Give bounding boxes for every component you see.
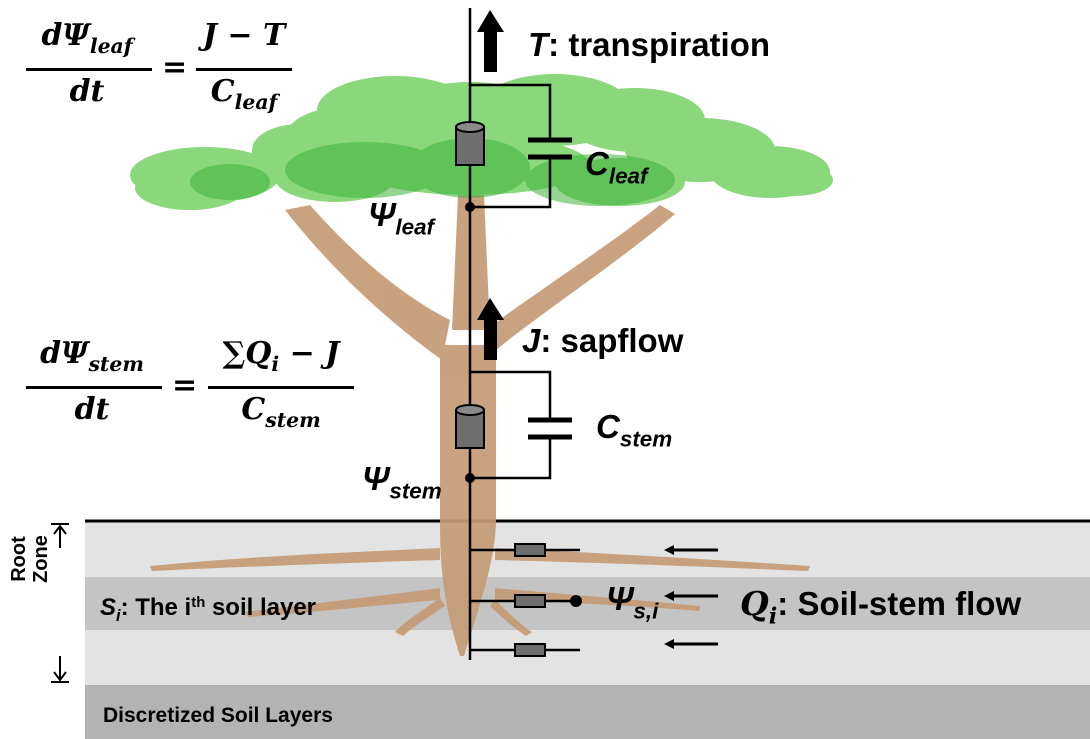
leaf-capacitor-circuit <box>470 83 572 209</box>
root-resistor-1 <box>470 543 580 557</box>
stem-node <box>465 473 475 483</box>
transpiration-label: T: transpiration <box>528 26 771 63</box>
leaf-eq-num: dΨ <box>41 18 90 53</box>
leaf-resistor <box>455 121 485 166</box>
stem-eq-sum: ∑ <box>222 336 246 371</box>
stem-eq-num: dΨ <box>40 336 89 371</box>
stem-eq-den: dt <box>74 392 110 427</box>
psi-stem-label: Ψstem <box>362 460 442 504</box>
sapflow-label: J: sapflow <box>522 322 684 359</box>
leaf-eq-den: dt <box>69 74 105 109</box>
soil-stem-flow-label: Qi: Soil-stem flow <box>740 584 1022 630</box>
c-stem-label: Cstem <box>596 408 673 452</box>
leaf-eq-equals: = <box>162 50 188 85</box>
root-resistor-3 <box>470 643 580 657</box>
soil-layer-label: Si: The ith soil layer <box>100 594 317 626</box>
leaf-eq-rhs-num: J − T <box>202 18 286 53</box>
soil-node <box>570 595 582 607</box>
soil-band-top <box>85 521 1090 577</box>
soil-band-discretized <box>85 685 1090 739</box>
inflow-arrow-2 <box>664 591 718 601</box>
stem-eq-q: Q <box>245 336 272 371</box>
sapflow-arrow <box>477 298 504 360</box>
tree-roots <box>150 548 810 636</box>
inflow-arrow-1 <box>664 545 718 555</box>
psi-soil-label: Ψs,i <box>606 580 659 624</box>
root-zone-label: Root Zone <box>8 535 52 583</box>
leaf-node <box>465 202 475 212</box>
stem-eq-rest: − J <box>279 336 340 371</box>
stem-resistor <box>455 404 485 449</box>
c-leaf-label: Cleaf <box>585 145 648 189</box>
leaf-equation: dΨleaf dt = J − T Cleaf <box>22 18 302 118</box>
leaf-eq-rhs-den: C <box>210 74 235 109</box>
transpiration-arrow <box>477 10 504 72</box>
inflow-arrow-3 <box>664 639 718 649</box>
stem-equation: dΨstem dt = ∑Qi − J Cstem <box>22 336 362 436</box>
stem-eq-equals: = <box>172 368 198 403</box>
stem-eq-rhs-den: C <box>241 392 266 427</box>
root-zone-bracket <box>51 523 69 683</box>
discretized-soil-layers-label: Discretized Soil Layers <box>103 704 333 727</box>
stem-capacitor-circuit <box>470 370 572 480</box>
tree-canopy <box>130 74 833 210</box>
psi-leaf-label: Ψleaf <box>368 196 435 240</box>
root-resistor-2 <box>470 594 575 608</box>
soil-band-lower <box>85 630 1090 685</box>
